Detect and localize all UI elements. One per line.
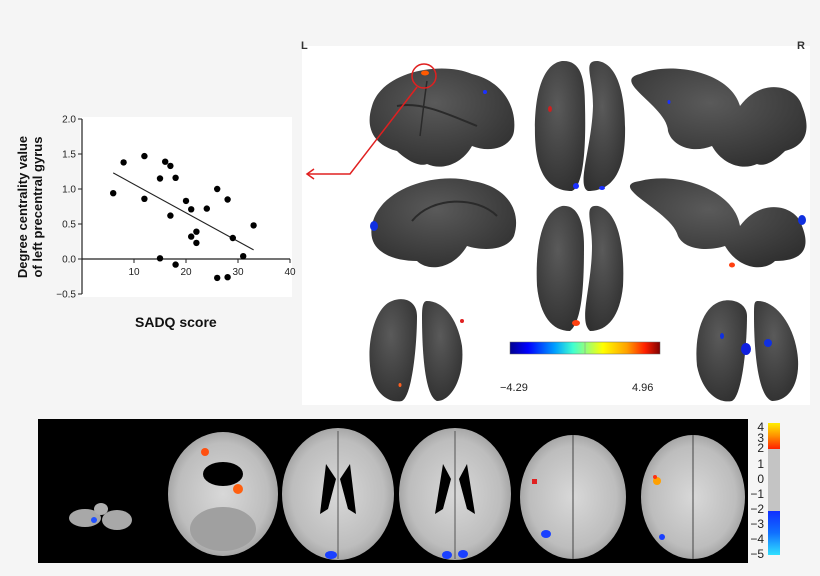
scatter-points [110,152,257,282]
data-point [224,274,231,281]
y-tick-label: −0.5 [56,290,76,301]
data-point [240,253,247,260]
cb-tick-neg4: −4 [750,532,764,546]
arrow-line [308,86,418,175]
data-point [162,158,169,165]
axial-slice-4 [399,428,511,560]
data-point [250,222,257,229]
scatter-x-axis-label: SADQ score [135,314,217,330]
data-point [172,261,179,268]
slice-colorbar [768,423,780,555]
cb-tick-2: 2 [757,441,764,455]
data-point [156,255,164,262]
right-hemisphere-label: R [797,40,805,52]
cb-tick-0: 0 [757,472,764,486]
cb-tick-3: 3 [757,431,764,445]
axial-slice-images [69,428,745,560]
data-point [229,234,236,242]
axial-slices-strip [38,419,748,563]
data-point [167,212,174,219]
activation-spots [370,70,806,387]
data-point [167,162,174,170]
data-point [224,196,231,203]
cb-tick-1: 1 [757,457,764,471]
brain-anterior-view [369,299,463,402]
highlight-annotation [305,63,437,180]
brain-lateral-right [631,68,807,167]
cb-tick-neg3: −3 [750,517,764,531]
cb-tick-neg1: −1 [750,487,764,501]
data-point [203,205,210,212]
y-tick-label: 1.5 [62,150,76,161]
axial-slice-5 [520,435,626,559]
data-point [141,152,148,160]
brain-lateral-left [369,68,515,167]
x-tick-label: 30 [232,267,244,278]
axial-slice-3 [282,428,394,560]
brain-posterior-view [696,300,799,402]
y-tick-label: 1.0 [62,185,76,196]
x-tick-label: 40 [284,267,296,278]
data-point [110,190,117,197]
data-point [214,274,221,282]
data-point [172,174,179,181]
scatter-plot: 2.0 1.5 1.0 0.5 0.0 −0.5 10 20 30 40 [56,115,296,301]
brain-surface-renderings [305,60,807,402]
colorbar-max-label: 4.96 [632,382,654,394]
scatter-plot-panel [80,117,292,297]
data-point [193,228,200,235]
x-tick-label: 20 [180,267,192,278]
data-point [120,159,127,166]
y-tick-label: 0.0 [62,255,76,266]
data-point [214,185,221,193]
highlight-circle [411,63,437,89]
axial-slice-1 [69,503,132,530]
brain-superior-view [534,60,626,191]
axial-slice-6 [641,435,745,559]
data-point [141,195,148,202]
left-hemisphere-label: L [301,40,308,52]
brain-inferior-view [536,205,624,331]
cb-tick-neg2: −2 [750,502,764,516]
data-point [188,206,195,213]
brain-medial-left [371,178,517,268]
scatter-axes: 2.0 1.5 1.0 0.5 0.0 −0.5 10 20 30 40 [56,115,296,301]
data-point [188,233,195,240]
brain-medial-right [629,178,806,268]
x-tick-label: 10 [128,267,140,278]
data-point [182,197,190,205]
axial-slice-2 [168,432,278,556]
colorbar-min-label: −4.29 [500,382,528,394]
arrow-head [305,168,315,180]
y-tick-label: 2.0 [62,115,76,126]
data-point [193,239,200,247]
cb-tick-4: 4 [757,420,764,434]
cb-tick-neg5: −5 [750,547,764,561]
slice-colorbar-labels: 4 3 2 1 0 −1 −2 −3 −4 −5 [748,420,764,561]
data-point [156,175,164,182]
y-tick-label: 0.5 [62,220,76,231]
